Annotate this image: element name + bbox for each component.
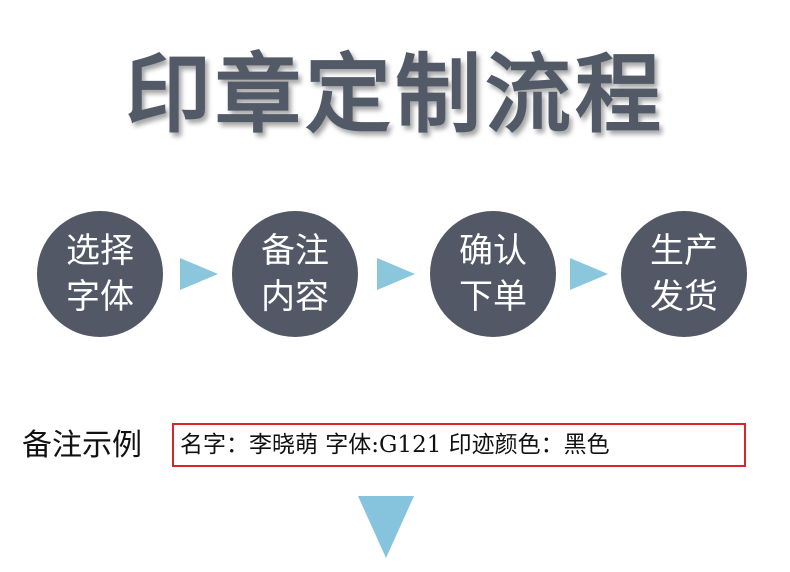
step-label-line1: 备注 (261, 231, 329, 271)
step-label-line2: 发货 (650, 277, 718, 317)
step-produce-ship: 生产 发货 (621, 211, 747, 337)
example-text: 名字：李晓萌 字体:G121 印迹颜色：黑色 (180, 432, 610, 458)
step-label-line1: 确认 (459, 231, 527, 271)
page-title: 印章定制流程 (125, 45, 665, 145)
right-arrow-icon (180, 258, 218, 290)
right-arrow-icon (570, 258, 608, 290)
step-label-line2: 下单 (459, 277, 527, 317)
example-box: 名字：李晓萌 字体:G121 印迹颜色：黑色 (172, 423, 746, 467)
step-label-line2: 字体 (66, 277, 134, 317)
step-label-line1: 生产 (650, 231, 718, 271)
down-arrow-icon (358, 496, 414, 558)
right-arrow-icon (377, 258, 415, 290)
step-label-line1: 选择 (66, 231, 134, 271)
step-label-line2: 内容 (261, 277, 329, 317)
step-note-content: 备注 内容 (232, 211, 358, 337)
example-label: 备注示例 (22, 428, 142, 463)
step-confirm-order: 确认 下单 (430, 211, 556, 337)
step-select-font: 选择 字体 (37, 211, 163, 337)
